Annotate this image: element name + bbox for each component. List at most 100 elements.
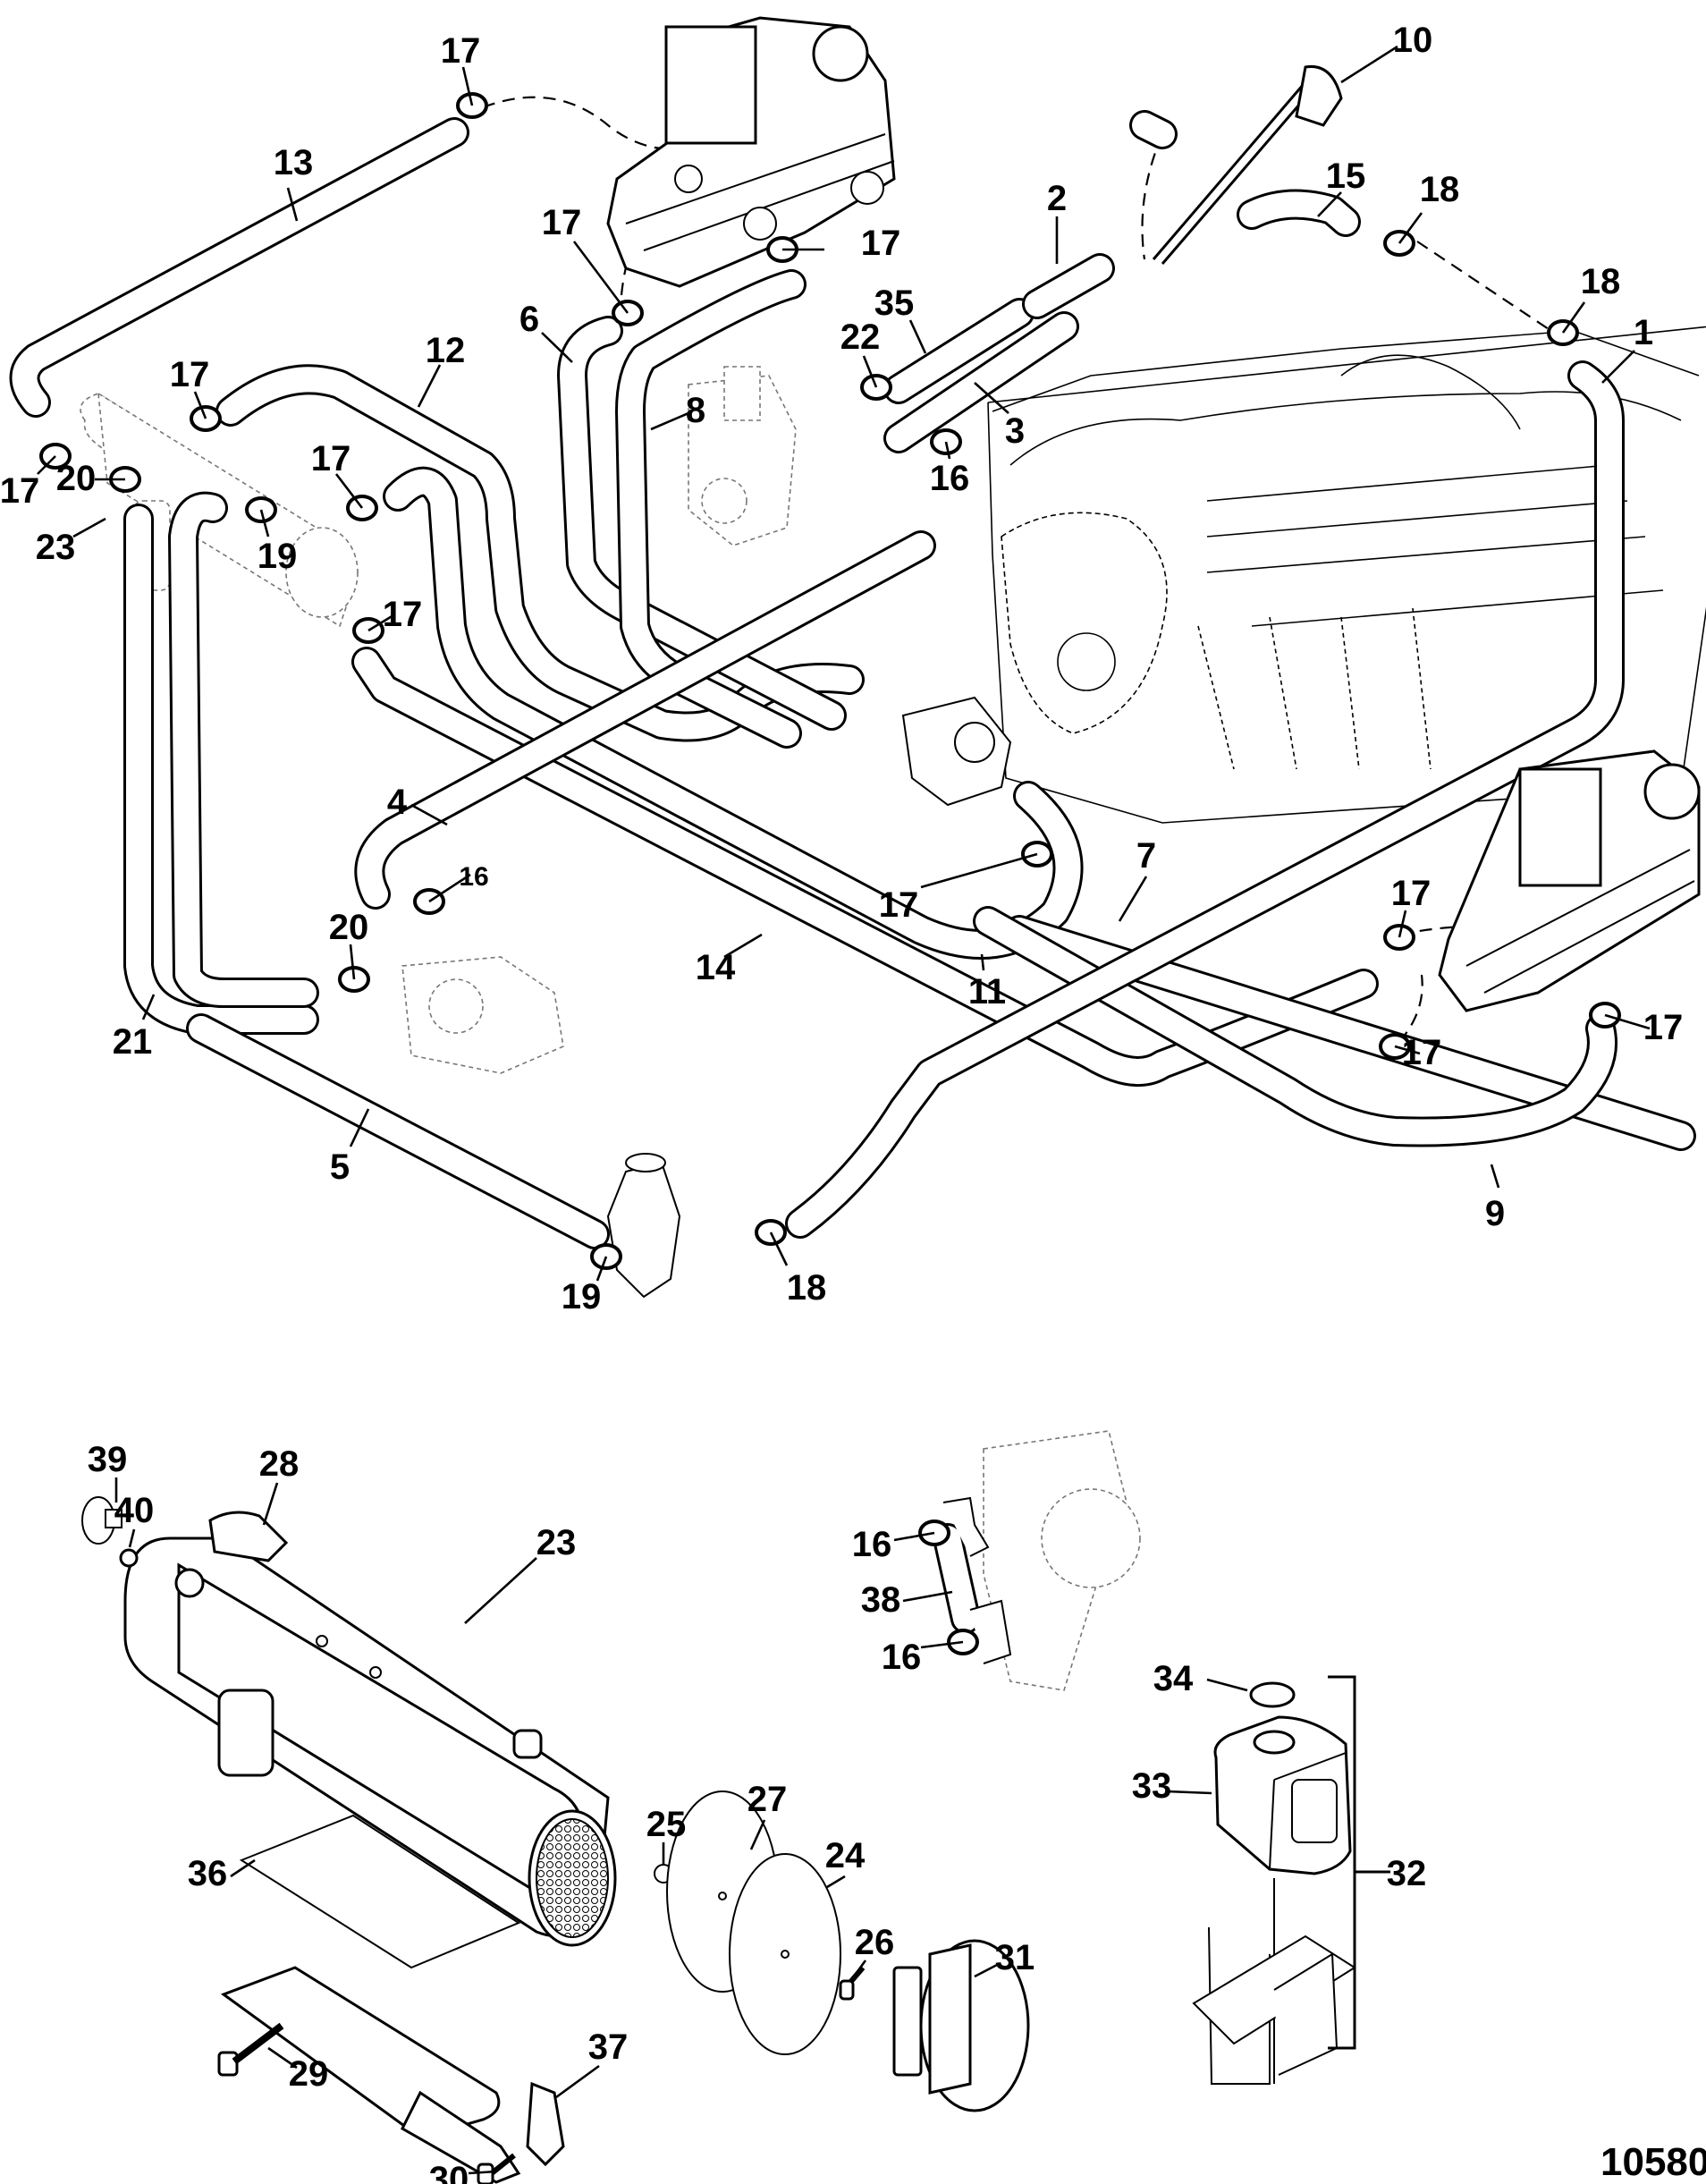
callout-18: 18 <box>769 1232 827 1308</box>
callout-17: 17 <box>311 439 364 509</box>
mounting-bracket-37 <box>220 1966 565 2184</box>
leader-line <box>72 517 106 538</box>
callout-5: 5 <box>330 1108 370 1187</box>
gasket-36 <box>239 1814 521 1969</box>
leader-line <box>920 852 1038 889</box>
callout-16: 16 <box>428 862 489 903</box>
callout-37: 37 <box>555 2027 628 2099</box>
callout-label: 17 <box>1402 1033 1442 1072</box>
callout-10: 10 <box>1340 21 1432 84</box>
water-pump-ghost <box>688 366 797 546</box>
callout-17: 17 <box>879 852 1038 925</box>
callout-17: 17 <box>1604 1008 1684 1047</box>
clamp-31 <box>892 1939 1030 2112</box>
callout-label: 9 <box>1485 1194 1505 1233</box>
leader-line <box>1118 876 1148 922</box>
callout-label: 5 <box>330 1147 350 1187</box>
leader-line <box>944 441 951 460</box>
callout-label: 23 <box>36 528 76 567</box>
callout-34: 34 <box>1153 1659 1248 1698</box>
leader-line <box>893 1531 935 1542</box>
callout-2: 2 <box>1047 179 1067 264</box>
hose-10-tube <box>1152 64 1343 265</box>
callout-label: 17 <box>1643 1008 1684 1047</box>
reservoir-bracket <box>1192 1878 1356 2085</box>
assembly-line <box>1416 241 1552 332</box>
bracket-38 <box>942 1496 1012 1664</box>
leader-line <box>980 953 985 971</box>
callout-23: 23 <box>36 517 106 567</box>
callout-38: 38 <box>861 1580 953 1620</box>
leader-line <box>230 1858 256 1878</box>
leader-line <box>259 509 270 538</box>
callout-40: 40 <box>114 1491 154 1548</box>
callout-label: 11 <box>968 972 1006 1012</box>
callout-24: 24 <box>825 1836 866 1889</box>
leader-line <box>650 411 689 431</box>
callout-7: 7 <box>1118 836 1156 922</box>
leader-line <box>1490 1164 1500 1189</box>
callout-label: 20 <box>329 908 369 947</box>
callout-16: 16 <box>852 1525 935 1564</box>
leader-line <box>349 944 356 980</box>
reservoir-cap-34 <box>1249 1681 1296 1708</box>
callout-27: 27 <box>747 1780 787 1850</box>
gasket-hole <box>718 1892 727 1900</box>
callout-label: 26 <box>855 1923 895 1962</box>
callout-17: 17 <box>367 595 423 634</box>
leader-line <box>1398 910 1407 938</box>
callout-label: 21 <box>113 1022 153 1062</box>
callout-label: 7 <box>1136 836 1156 876</box>
leader-line <box>1394 1045 1421 1055</box>
thermostat-housing-bottom <box>606 1153 681 1299</box>
leader-line <box>141 994 156 1020</box>
leader-line <box>410 803 448 826</box>
callout-29: 29 <box>267 2046 328 2094</box>
callout-label: 18 <box>1581 262 1621 301</box>
leader-line <box>974 382 1009 414</box>
callout-label: 18 <box>1420 170 1460 209</box>
callout-28: 28 <box>259 1444 299 1526</box>
callout-12: 12 <box>417 331 466 408</box>
callout-label: 17 <box>0 471 39 511</box>
heat-exchanger <box>123 1511 617 1947</box>
leader-line <box>468 2170 497 2175</box>
callout-14: 14 <box>696 933 763 987</box>
callout-label: 18 <box>787 1268 827 1308</box>
end-cap-hole <box>781 1950 790 1959</box>
callout-label: 33 <box>1132 1766 1172 1806</box>
exhaust-manifold-top <box>606 16 896 288</box>
callout-label: 12 <box>426 331 466 370</box>
assembly-line <box>482 96 707 150</box>
callout-19: 19 <box>258 509 297 576</box>
callout-label: 17 <box>383 595 423 634</box>
heat-exchanger-ghost <box>80 392 359 628</box>
o-ring-40 <box>119 1548 139 1568</box>
callout-23: 23 <box>464 1523 576 1624</box>
callout-1: 1 <box>1601 313 1653 384</box>
leader-line <box>1601 350 1635 384</box>
callout-label: 14 <box>696 948 736 987</box>
callout-label: 17 <box>861 224 901 263</box>
leader-line <box>974 1963 998 1978</box>
callout-label: 39 <box>88 1440 128 1479</box>
callout-label: 32 <box>1387 1854 1427 1893</box>
callout-16: 16 <box>882 1638 964 1677</box>
callout-label: 4 <box>387 783 408 822</box>
callout-label: 17 <box>441 31 481 71</box>
callout-15: 15 <box>1317 157 1365 217</box>
leader-line <box>595 1256 608 1282</box>
callout-26: 26 <box>852 1923 895 1977</box>
callout-25: 25 <box>646 1805 686 1865</box>
leader-line <box>749 1819 766 1850</box>
callout-label: 16 <box>459 862 488 892</box>
hoses <box>9 110 1696 1634</box>
callout-17: 17 <box>542 203 629 314</box>
leader-line <box>1561 301 1586 334</box>
leader-line <box>286 187 299 222</box>
callout-17: 17 <box>782 224 900 263</box>
callout-label: 1 <box>1634 313 1653 352</box>
callout-31: 31 <box>974 1938 1035 1978</box>
callout-label: 3 <box>1005 411 1025 451</box>
